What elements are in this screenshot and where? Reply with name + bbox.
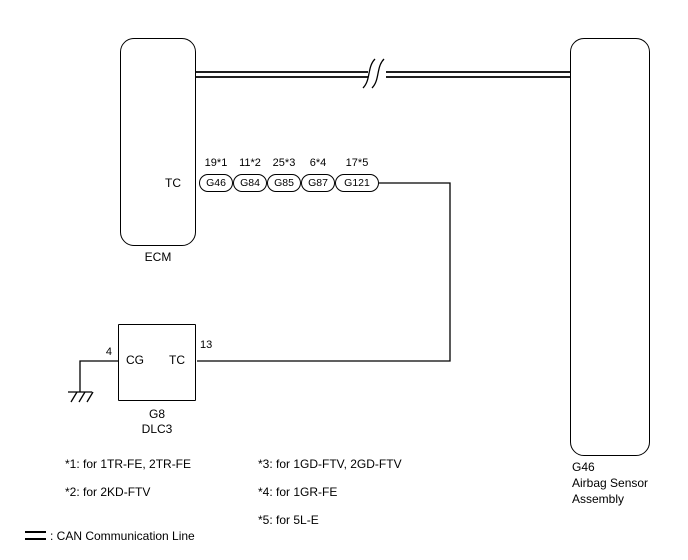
ground-symbol [68,391,94,403]
connector-pin-label-g87: 6*4 [309,157,327,169]
footnote-3: *3: for 1GD-FTV, 2GD-FTV [258,457,402,471]
connector-pin-label-g46: 19*1 [204,157,228,169]
dlc3-label: DLC3 [141,422,173,436]
connector-pin-label-g121: 17*5 [345,157,369,169]
connector-oval-g85: G85 [267,174,301,192]
tc-wire [197,182,451,362]
can-line-legend-label: : CAN Communication Line [50,529,195,543]
connector-oval-g87: G87 [301,174,335,192]
ecm-terminal-tc: TC [165,176,181,190]
footnote-2: *2: for 2KD-FTV [65,485,151,499]
airbag-sensor-box [570,38,650,456]
connector-oval-g46: G46 [199,174,233,192]
airbag-connector-id: G46 [572,460,595,474]
dlc3-connector-id: G8 [148,407,165,421]
can-communication-line [196,58,570,89]
can-line-legend-icon [25,531,46,540]
ground-wire [79,360,118,392]
footnote-4: *4: for 1GR-FE [258,485,338,499]
ecm-label: ECM [144,250,172,264]
dlc3-pin-4: 4 [105,346,112,358]
dlc3-pin-13: 13 [200,339,213,351]
dlc3-box [118,324,196,401]
footnote-1: *1: for 1TR-FE, 2TR-FE [65,457,192,471]
connector-pin-label-g85: 25*3 [272,157,296,169]
line-break-symbol [362,58,376,89]
airbag-name-line2: Assembly [572,492,625,506]
connector-pin-label-g84: 11*2 [239,157,261,169]
connector-oval-g84: G84 [233,174,267,192]
dlc3-terminal-cg: CG [126,353,144,367]
dlc3-terminal-tc: TC [169,353,185,367]
connector-oval-g121: G121 [335,174,379,192]
airbag-name-line1: Airbag Sensor [572,476,649,490]
footnote-5: *5: for 5L-E [258,513,319,527]
line-break-symbol [371,58,385,89]
ecm-box [120,38,196,246]
